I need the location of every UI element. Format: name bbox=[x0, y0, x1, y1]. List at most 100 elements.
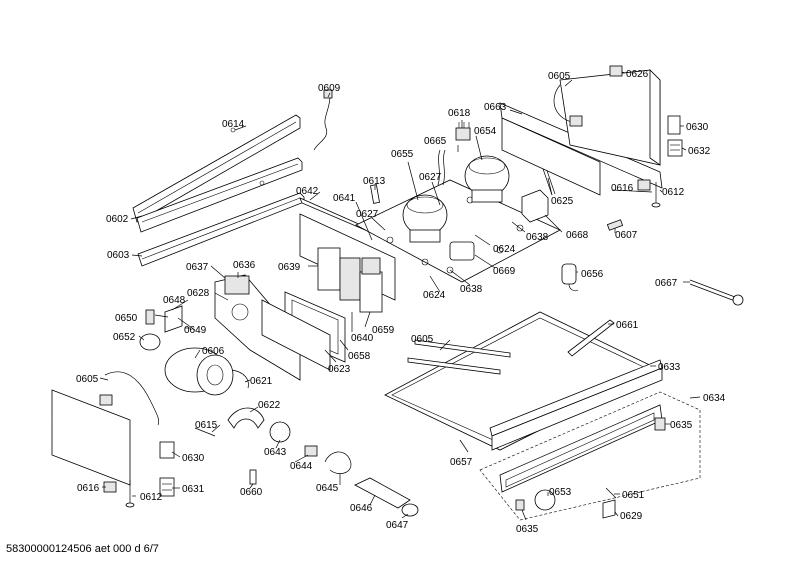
label-0609: 0609 bbox=[318, 83, 341, 94]
part-0637-housing bbox=[214, 274, 301, 381]
label-0612a: 0612 bbox=[662, 187, 685, 198]
label-0656: 0656 bbox=[581, 269, 604, 280]
part-0661-rail bbox=[567, 319, 615, 357]
part-0644-clip bbox=[304, 445, 318, 457]
part-0633-front-strip bbox=[489, 359, 663, 451]
label-0649: 0649 bbox=[184, 325, 207, 336]
label-0630a: 0630 bbox=[686, 122, 709, 133]
label-0628: 0628 bbox=[187, 288, 210, 299]
part-0618-relay bbox=[455, 122, 471, 141]
part-0650-bracket bbox=[145, 309, 155, 325]
label-0613: 0613 bbox=[363, 176, 386, 187]
part-0653-knob bbox=[534, 489, 556, 511]
label-0655: 0655 bbox=[391, 149, 414, 160]
label-0667: 0667 bbox=[655, 278, 678, 289]
part-0646-heater bbox=[354, 477, 411, 509]
label-0615: 0615 bbox=[195, 420, 218, 431]
part-0651-screw bbox=[605, 487, 617, 499]
label-0622: 0622 bbox=[258, 400, 281, 411]
label-0654: 0654 bbox=[474, 126, 497, 137]
part-0605-panel-lower bbox=[51, 371, 160, 486]
part-0629-cap bbox=[602, 499, 616, 519]
part-0639-relay-block bbox=[317, 247, 383, 313]
label-0647: 0647 bbox=[386, 520, 409, 531]
label-0668: 0668 bbox=[566, 230, 589, 241]
label-0641: 0641 bbox=[333, 193, 356, 204]
part-0630-bracket-lower bbox=[159, 441, 175, 459]
part-0656-sensor bbox=[561, 263, 579, 292]
parts-artwork bbox=[51, 65, 744, 521]
label-0606: 0606 bbox=[202, 346, 225, 357]
label-0635b: 0635 bbox=[516, 524, 539, 535]
label-0626: 0626 bbox=[626, 69, 649, 80]
label-0612b: 0612 bbox=[140, 492, 163, 503]
label-0623: 0623 bbox=[328, 364, 351, 375]
part-0612-screw-upper bbox=[651, 182, 661, 208]
part-0652-roller bbox=[139, 333, 161, 351]
label-0638a: 0638 bbox=[526, 232, 549, 243]
label-0653: 0653 bbox=[549, 487, 572, 498]
label-0638b: 0638 bbox=[460, 284, 483, 295]
document-footer-code: 58300000124506 aet 000 d 6/7 bbox=[6, 543, 159, 555]
label-0625: 0625 bbox=[551, 196, 574, 207]
label-0621: 0621 bbox=[250, 376, 273, 387]
label-0660: 0660 bbox=[240, 487, 263, 498]
label-0636: 0636 bbox=[233, 260, 256, 271]
part-0613-tube bbox=[370, 184, 380, 204]
part-0607-clip bbox=[606, 219, 624, 231]
label-0607: 0607 bbox=[615, 230, 638, 241]
label-0658: 0658 bbox=[348, 351, 371, 362]
part-0660-pin bbox=[249, 469, 257, 485]
part-0669-capacitor bbox=[449, 241, 475, 261]
part-0615-clip bbox=[194, 427, 216, 437]
label-0665: 0665 bbox=[424, 136, 447, 147]
label-0635a: 0635 bbox=[670, 420, 693, 431]
part-0658-panel bbox=[261, 299, 331, 371]
label-0602: 0602 bbox=[106, 214, 129, 225]
label-0624b: 0624 bbox=[423, 290, 446, 301]
part-0626-clip bbox=[609, 65, 623, 77]
label-0646: 0646 bbox=[350, 503, 373, 514]
part-0655-compressor-left bbox=[402, 194, 448, 243]
part-0647-endcap bbox=[401, 503, 419, 517]
label-0652: 0652 bbox=[113, 332, 136, 343]
part-0645-harness bbox=[324, 451, 352, 474]
part-0604-strip bbox=[407, 339, 511, 375]
label-0618: 0618 bbox=[448, 108, 471, 119]
part-0616-nut-upper bbox=[637, 179, 651, 191]
label-0603: 0603 bbox=[107, 250, 130, 261]
label-0605a: 0605 bbox=[548, 71, 571, 82]
label-0634: 0634 bbox=[703, 393, 726, 404]
part-0635-clip-upper bbox=[654, 417, 666, 431]
label-0627b: 0627 bbox=[419, 172, 442, 183]
label-0663: 0663 bbox=[484, 102, 507, 113]
label-0645: 0645 bbox=[316, 483, 339, 494]
label-0643: 0643 bbox=[264, 447, 287, 458]
label-0661: 0661 bbox=[616, 320, 639, 331]
part-0643-cap bbox=[269, 421, 291, 443]
label-0669: 0669 bbox=[493, 266, 516, 277]
label-0657: 0657 bbox=[450, 457, 473, 468]
label-0616b: 0616 bbox=[77, 483, 100, 494]
label-0614: 0614 bbox=[222, 119, 245, 130]
label-0605b: 0605 bbox=[76, 374, 99, 385]
part-0612-screw-lower bbox=[125, 480, 135, 508]
part-0648-bracket bbox=[164, 305, 183, 333]
part-0609-power-cord bbox=[313, 89, 333, 151]
label-0650: 0650 bbox=[115, 313, 138, 324]
label-0631: 0631 bbox=[182, 484, 205, 495]
label-0659: 0659 bbox=[372, 325, 395, 336]
part-0602-rail bbox=[136, 157, 303, 233]
part-labels: 0614 0602 0603 0609 0613 0642 0641 0627 … bbox=[76, 69, 726, 535]
part-0630-bracket-upper bbox=[667, 115, 681, 135]
part-0649-clip bbox=[177, 317, 196, 331]
part-0667-rod bbox=[689, 279, 744, 306]
part-0606-fan-motor bbox=[164, 347, 234, 396]
label-0627a: 0627 bbox=[356, 209, 379, 220]
label-0633: 0633 bbox=[658, 362, 681, 373]
label-0604: 0605 bbox=[411, 334, 434, 345]
label-0642: 0642 bbox=[296, 186, 319, 197]
part-0614-rail bbox=[132, 114, 301, 223]
label-0632: 0632 bbox=[688, 146, 711, 157]
